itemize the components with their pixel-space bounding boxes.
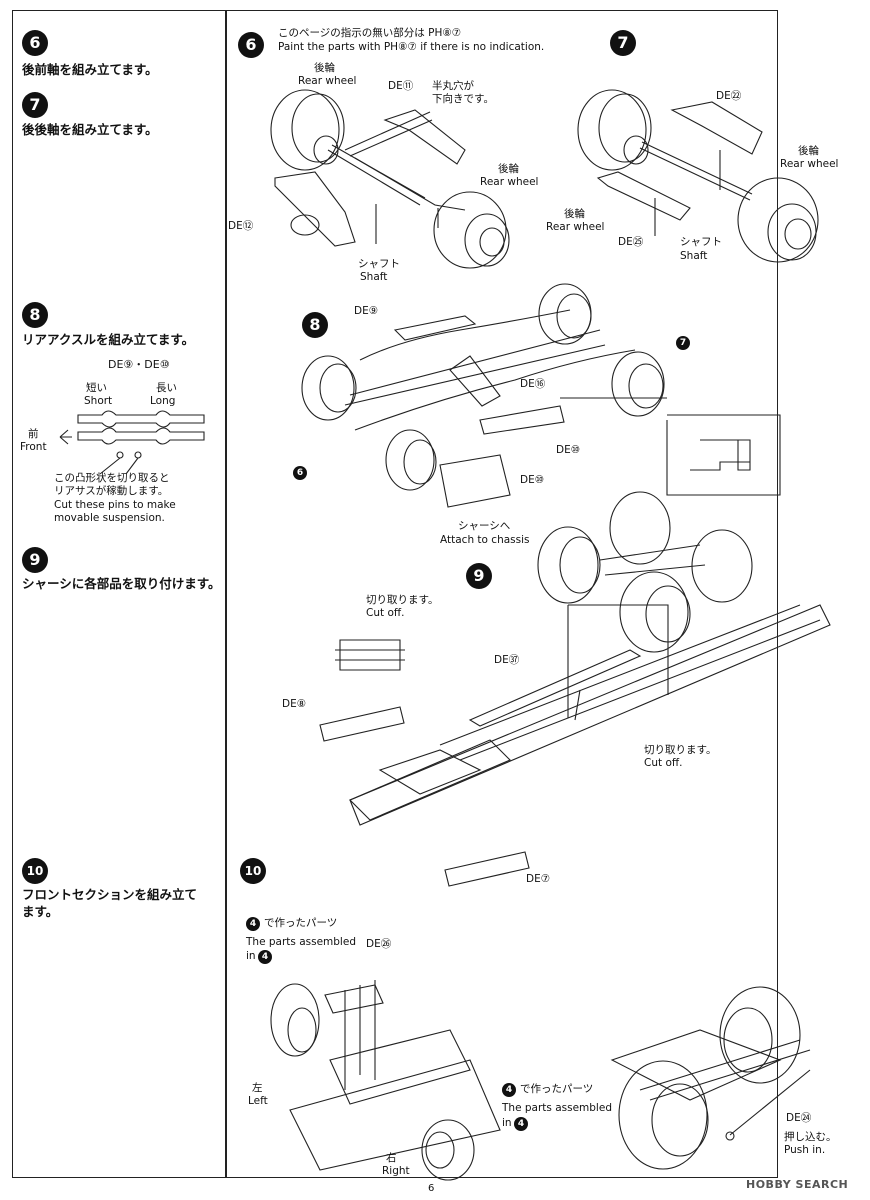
d7-part-de22: DE㉒ [716,90,742,102]
pin-note-jp-1: この凸形状を切り取ると [54,472,170,484]
diagram-9-number: 9 [466,563,492,589]
d10-parts4-en-b-2: in [502,1117,512,1129]
diagram-9-chassis [319,491,831,887]
d6-part-de11: DE⑪ [388,80,414,92]
diagram-10-front-section [270,980,811,1181]
diagram-10-number: 10 [240,858,266,884]
page-frame [12,10,778,1178]
d10-ref-step-4-b: 4 [258,950,272,964]
d9-part-de7: DE⑦ [526,873,551,885]
d8-part-de9: DE⑨ [354,305,379,317]
step-6-text: 後前軸を組み立てます。 [22,62,158,77]
page-number: 6 [428,1183,435,1194]
d10-ref-step-4-c: 4 [502,1083,516,1097]
step-9-text: シャーシに各部品を取り付けます。 [22,576,221,591]
d10-ref-step-4-d: 4 [514,1117,528,1131]
d6-rear-wheel-en-2: Rear wheel [480,176,539,188]
d7-shaft-en: Shaft [680,250,708,262]
d10-push-jp: 押し込む。 [784,1131,837,1143]
pin-note-en-1: Cut these pins to make [54,499,176,511]
d8-attach-en: Attach to chassis [440,534,530,546]
step-7-text: 後後軸を組み立てます。 [22,122,158,137]
paint-note-en: Paint the parts with PH⑧⑦ if there is no… [278,41,545,53]
step-10-text-2: ます。 [22,904,59,919]
step-10-number: 10 [22,858,48,884]
d7-rear-wheel-en-2: Rear wheel [546,221,605,233]
d9-cut-jp-2: 切り取ります。 [644,744,717,756]
d6-shaft-en: Shaft [360,271,388,283]
d9-cut-jp-1: 切り取ります。 [366,594,439,606]
d8-ref-step-6: 6 [293,466,307,480]
column-divider [225,10,227,1178]
watermark: HOBBY SEARCH [746,1178,849,1191]
diagram-6-number: 6 [238,32,264,58]
d6-hole-note-jp-2: 下向きです。 [432,93,494,105]
d10-ref-step-4-a: 4 [246,917,260,931]
step-8-text: リアアクスルを組み立てます。 [22,332,195,347]
d7-rear-wheel-en-1: Rear wheel [780,158,839,170]
d7-rear-wheel-jp-2: 後輪 [564,208,585,220]
step-8-parts-label: DE⑨・DE⑩ [108,358,170,371]
d10-right-en: Right [382,1165,410,1177]
d10-right-jp: 右 [386,1152,397,1164]
d6-part-de12: DE⑫ [228,220,254,232]
d8-ref-step-7: 7 [676,336,690,350]
d6-shaft-jp: シャフト [358,258,400,270]
front-label-jp: 前 [28,428,39,440]
long-label-jp: 長い [156,382,177,394]
step-7-number: 7 [22,92,48,118]
long-label-en: Long [150,395,176,407]
d10-push-en: Push in. [784,1144,826,1156]
step-8-axle-sketch [59,410,205,475]
d9-part-de37: DE㊲ [494,654,520,666]
d8-part-de40: DE⑩ [520,474,545,486]
step-9-number: 9 [22,547,48,573]
d10-left-en: Left [248,1095,268,1107]
d10-parts4-jp-a: で作ったパーツ [264,917,338,929]
d10-parts4-en-a-1: The parts assembled [246,936,356,948]
pin-note-en-2: movable suspension. [54,512,165,524]
d9-part-de8: DE⑧ [282,698,307,710]
d8-part-de16: DE⑯ [520,378,546,390]
d9-cut-en-2: Cut off. [644,757,683,769]
step-6-number: 6 [22,30,48,56]
step-10-text-1: フロントセクションを組み立て [22,887,198,902]
short-label-en: Short [84,395,113,407]
diagram-8-number: 8 [302,312,328,338]
d7-part-de25: DE㉕ [618,236,644,248]
d6-hole-note-jp-1: 半丸穴が [432,80,474,92]
paint-note-jp: このページの指示の無い部分は PH⑧⑦ [278,27,462,39]
d10-parts4-en-b-1: The parts assembled [502,1102,612,1114]
pin-note-jp-2: リアサスが稼動します。 [54,485,169,497]
d8-attach-jp: シャーシへ [458,520,511,532]
d7-rear-wheel-jp-1: 後輪 [798,145,819,157]
front-label-en: Front [20,441,47,453]
d6-rear-wheel-jp-2: 後輪 [498,163,519,175]
diagram-8-axle-assembly [301,283,781,508]
diagram-7-number: 7 [610,30,636,56]
d10-parts4-en-a-2: in [246,950,256,962]
d6-rear-wheel-en-1: Rear wheel [298,75,357,87]
d10-part-de26: DE㉖ [366,938,392,950]
d6-rear-wheel-jp-1: 後輪 [314,62,335,74]
d10-left-jp: 左 [252,1082,263,1094]
d9-cut-en-1: Cut off. [366,607,405,619]
d10-parts4-jp-b: で作ったパーツ [520,1083,594,1095]
d8-part-de10: DE⑩ [556,444,581,456]
short-label-jp: 短い [86,382,107,394]
d7-shaft-jp: シャフト [680,236,722,248]
d10-part-de24: DE㉔ [786,1112,812,1124]
step-8-number: 8 [22,302,48,328]
diagram-7-axle [577,89,819,263]
diagram-6-axle [270,89,510,269]
